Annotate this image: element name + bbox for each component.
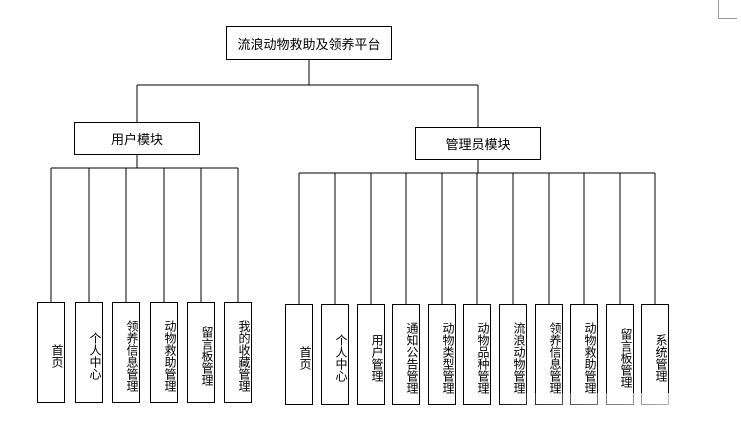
admin-leaf-notices: 通知公告管理 xyxy=(392,304,420,405)
admin-leaf-system-management: 系统管理 xyxy=(641,304,669,405)
admin-leaf-personal-center: 个人中心 xyxy=(321,304,349,405)
user-module-node: 用户模块 xyxy=(74,122,200,155)
root-node-label: 流浪动物救助及领养平台 xyxy=(237,37,381,53)
user-leaf-home: 首页 xyxy=(37,302,65,403)
admin-leaf-message-board: 留言板管理 xyxy=(606,304,634,405)
root-node: 流浪动物救助及领养平台 xyxy=(226,26,392,60)
admin-leaf-animal-rescue: 动物救助管理 xyxy=(570,304,598,405)
user-leaf-adoption-info: 领养信息管理 xyxy=(112,302,140,403)
admin-leaf-stray-animals: 流浪动物管理 xyxy=(499,304,527,405)
user-leaf-favorites: 我的收藏管理 xyxy=(224,302,252,403)
admin-leaf-animal-breeds: 动物品种管理 xyxy=(463,304,491,405)
user-module-label: 用户模块 xyxy=(110,133,163,148)
admin-leaf-animal-types: 动物类型管理 xyxy=(428,304,456,405)
user-leaf-message-board: 留言板管理 xyxy=(187,302,215,403)
admin-leaf-user-management: 用户管理 xyxy=(357,304,385,405)
admin-leaf-adoption-info: 领养信息管理 xyxy=(535,304,563,405)
page-corner-mark xyxy=(718,0,737,19)
admin-leaf-home: 首页 xyxy=(285,304,313,405)
admin-module-label: 管理员模块 xyxy=(445,138,511,153)
user-leaf-animal-rescue: 动物救助管理 xyxy=(150,302,178,403)
user-leaf-personal-center: 个人中心 xyxy=(75,302,103,403)
bottom-fade xyxy=(480,393,710,411)
admin-module-node: 管理员模块 xyxy=(415,127,541,160)
